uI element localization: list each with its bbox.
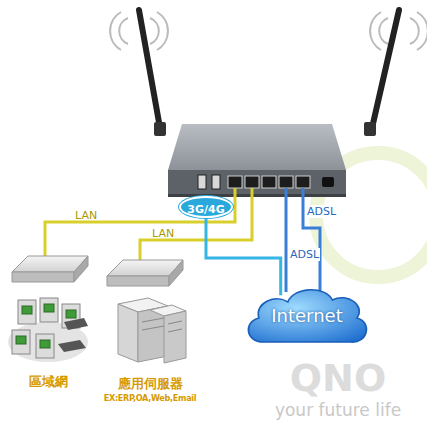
antenna bbox=[139, 10, 399, 136]
badge-label: 3G/4G bbox=[187, 203, 224, 216]
device-caption: EX:ERP,OA,Web,Email bbox=[104, 393, 197, 403]
cable-label: ADSL bbox=[306, 205, 337, 218]
cloud-label: Internet bbox=[271, 305, 342, 326]
badge-ellipse: 3G/4G bbox=[179, 196, 232, 218]
cable-label: LAN bbox=[75, 209, 97, 222]
mobile-link bbox=[206, 218, 281, 295]
server-stack bbox=[118, 298, 186, 363]
internet-cloud: Internet bbox=[241, 282, 372, 348]
device-caption: 應用伺服器 bbox=[118, 375, 183, 393]
watermark: your future life bbox=[275, 400, 401, 420]
pc-cluster bbox=[8, 298, 88, 362]
adsl-cable bbox=[286, 188, 320, 292]
network-switch bbox=[12, 256, 183, 286]
watermark: QNO bbox=[290, 356, 386, 400]
cable-label: ADSL bbox=[289, 248, 320, 261]
wifi-symbol bbox=[110, 12, 427, 50]
node-texts: 3G/4G bbox=[187, 198, 224, 217]
device-caption: 區域網 bbox=[29, 373, 68, 391]
router bbox=[168, 124, 346, 197]
lan-cable bbox=[45, 188, 252, 262]
node-texts: Internet bbox=[271, 305, 342, 326]
cable-label: LAN bbox=[152, 227, 174, 240]
